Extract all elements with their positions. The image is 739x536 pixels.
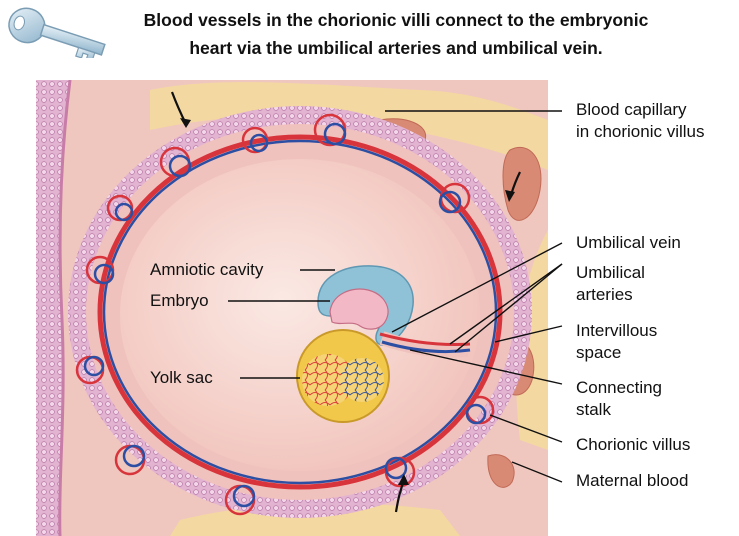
title-line-1: Blood vessels in the chorionic villi con… [96,6,696,34]
label-umbilical-vein: Umbilical vein [576,232,681,254]
page-title: Blood vessels in the chorionic villi con… [96,6,696,62]
chorionic-cavity [120,159,480,471]
label-blood-capillary: Blood capillary in chorionic villus [576,99,705,143]
label-maternal-blood: Maternal blood [576,470,688,492]
title-line-2: heart via the umbilical arteries and umb… [96,34,696,62]
label-yolk-sac: Yolk sac [150,367,213,389]
header: Blood vessels in the chorionic villi con… [0,0,739,72]
label-intervillous-space: Intervillous space [576,320,657,364]
label-amniotic-cavity: Amniotic cavity [150,259,263,281]
placenta-diagram [0,80,739,536]
label-umbilical-arteries: Umbilical arteries [576,262,645,306]
label-chorionic-villus: Chorionic villus [576,434,690,456]
label-connecting-stalk: Connecting stalk [576,377,662,421]
label-embryo: Embryo [150,290,209,312]
yolk-sac-blue-mesh [340,358,384,402]
